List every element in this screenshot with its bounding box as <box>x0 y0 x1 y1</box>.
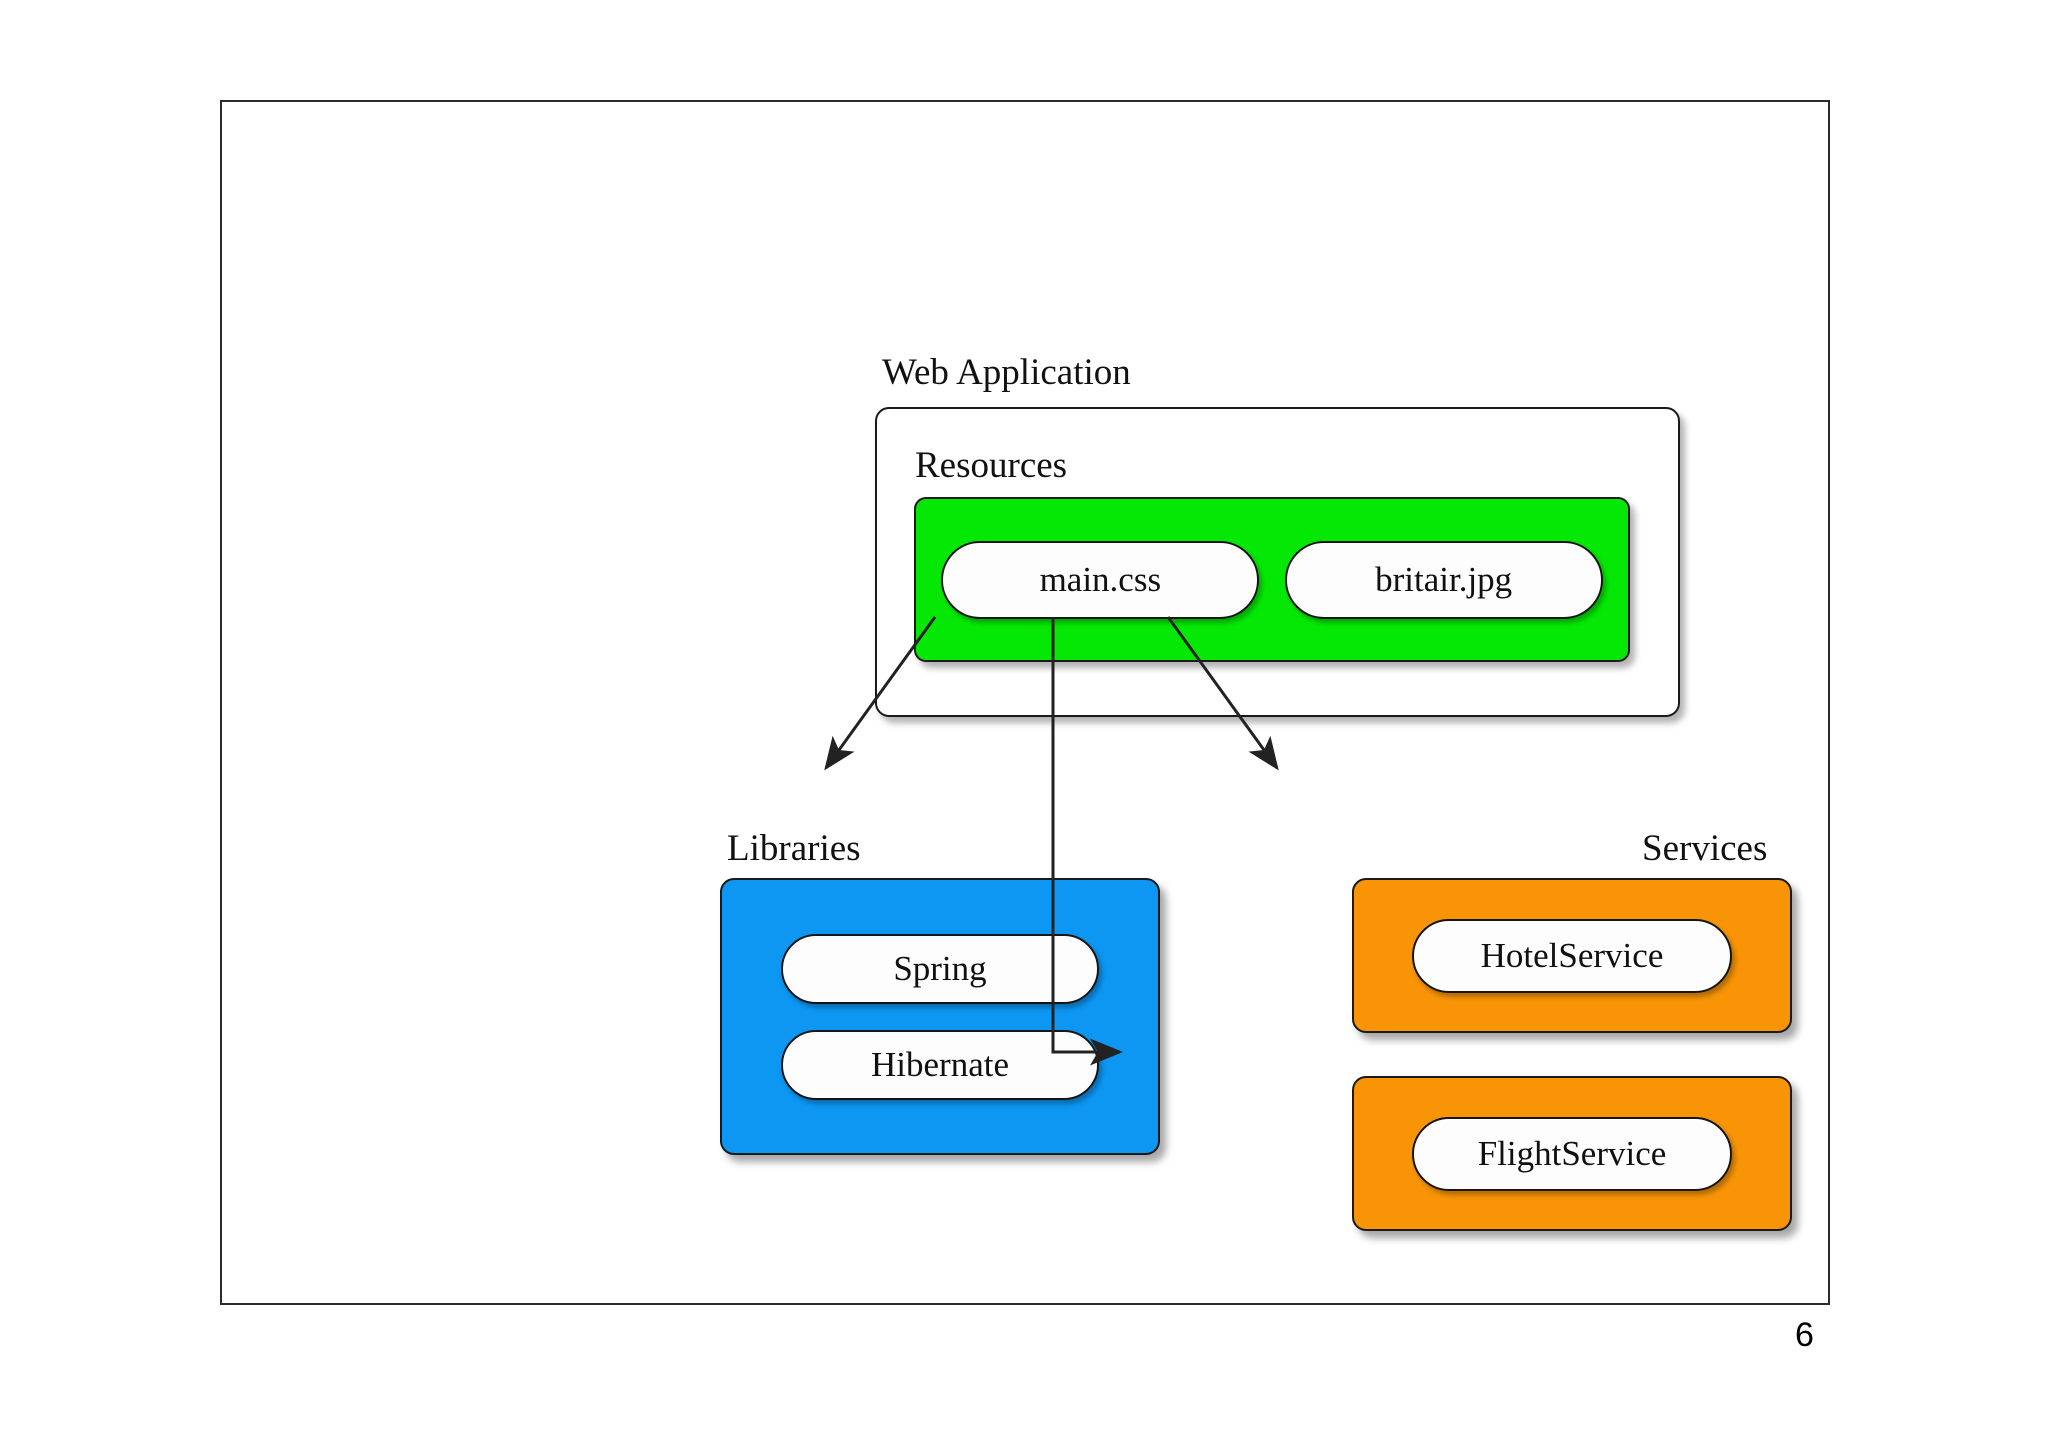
library-item-spring[interactable]: Spring <box>781 933 1099 1004</box>
service-item-hotel-service[interactable]: HotelService <box>1412 918 1732 993</box>
resources-group: main.css britair.jpg <box>914 497 1630 662</box>
resources-caption: Resources <box>915 445 1068 486</box>
libraries-group: Spring Hibernate <box>720 878 1160 1155</box>
service-group-flight: FlightService <box>1352 1076 1792 1231</box>
service-item-flight-service[interactable]: FlightService <box>1412 1116 1732 1191</box>
service-group-hotel: HotelService <box>1352 878 1792 1033</box>
page-number: 6 <box>1795 1316 1814 1354</box>
resource-item-main-css[interactable]: main.css <box>941 540 1260 619</box>
services-caption: Services <box>1642 828 1768 869</box>
web-application-container: Resources main.css britair.jpg <box>875 407 1680 717</box>
library-item-hibernate[interactable]: Hibernate <box>781 1029 1099 1100</box>
web-application-caption: Web Application <box>882 352 1131 393</box>
resource-item-britair-jpg[interactable]: britair.jpg <box>1284 540 1603 619</box>
libraries-caption: Libraries <box>727 828 861 869</box>
slide-frame: Web Application Resources main.css brita… <box>220 100 1830 1305</box>
